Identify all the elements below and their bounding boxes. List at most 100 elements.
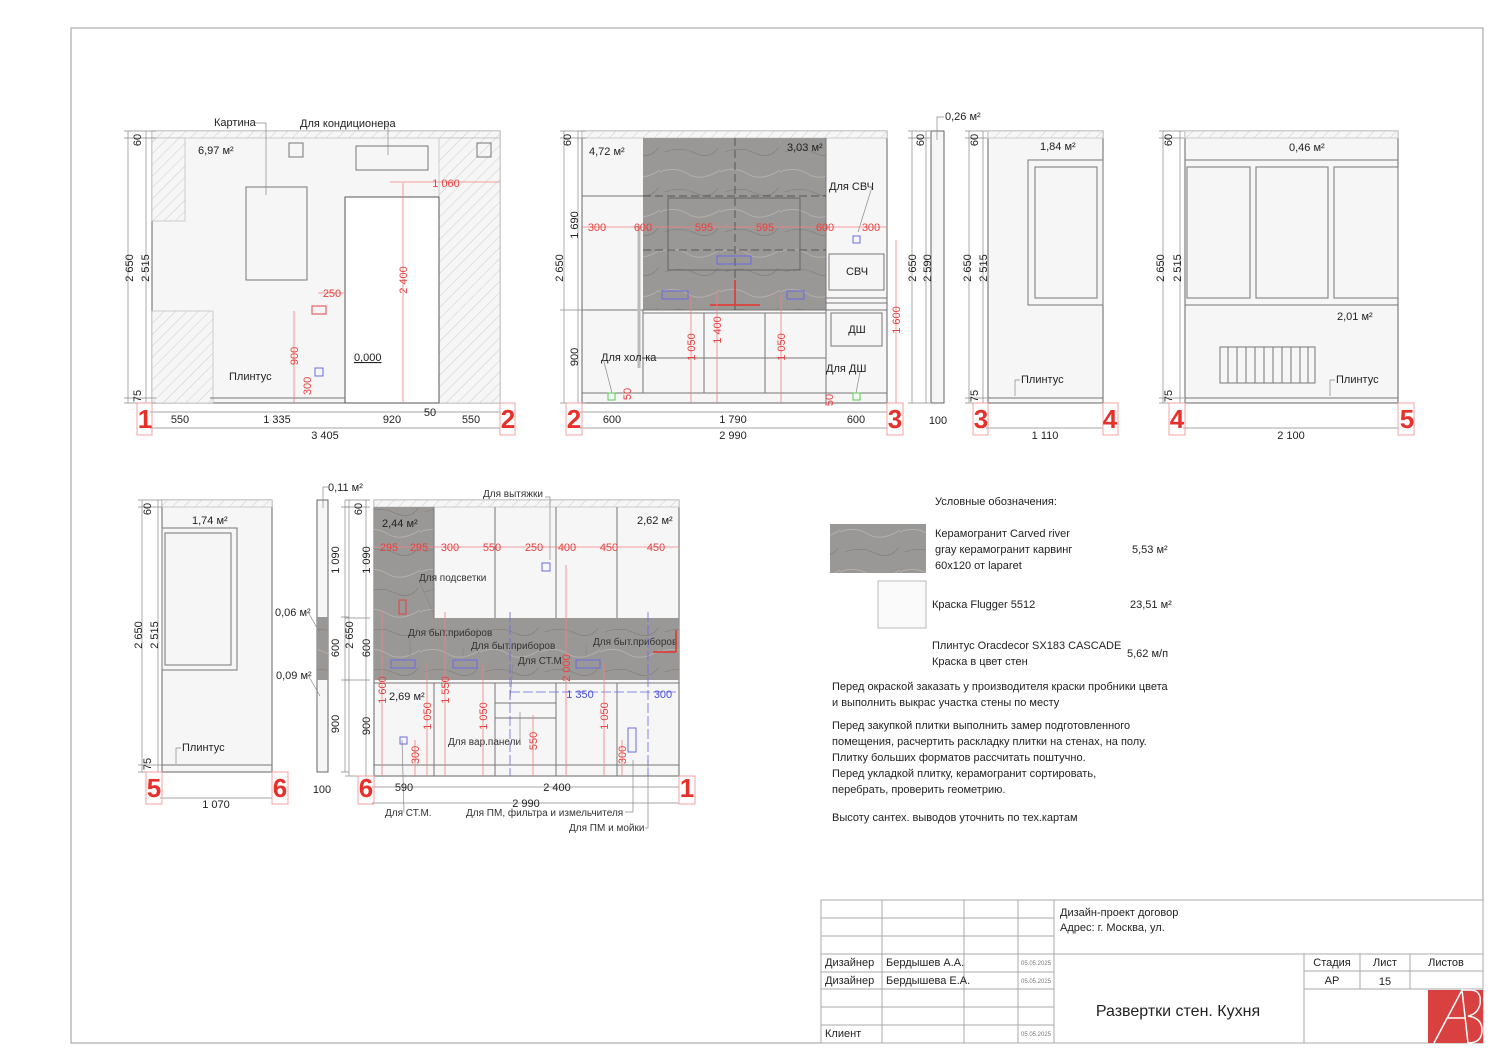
text-label: Лист [1373, 957, 1397, 969]
text-label: Перед окраской заказать у производителя … [832, 681, 1169, 693]
dimension-label: 2 100 [1277, 430, 1305, 442]
radiator [1219, 346, 1316, 384]
text-label: Плинтус [1336, 374, 1379, 386]
text-label: перебрать, проверить геометрию. [832, 784, 1005, 796]
text-label: СВЧ [846, 266, 868, 278]
dimension-label: 595 [756, 222, 774, 234]
dimension-label: 550 [528, 732, 540, 750]
text-label: Для ДШ [826, 363, 866, 375]
text-label: Для СВЧ [829, 181, 874, 193]
area-label: 1,84 м² [1040, 141, 1076, 153]
dimension-label: 400 [558, 542, 576, 554]
text-label: Дизайн-проект договор [1060, 907, 1178, 919]
window [161, 527, 238, 671]
dimension-label: 550 [171, 414, 189, 426]
text-label: Бердышева Е.А. [886, 975, 970, 987]
text-label: Листов [1428, 957, 1464, 969]
dimension-label: 2 515 [149, 621, 161, 649]
wall-marker: 2 [567, 404, 581, 434]
dimension-label: 1 050 [686, 333, 698, 361]
text-label: Плинтус [1021, 374, 1064, 386]
text-label: gray керамогранит карвинг [935, 544, 1072, 556]
dimension-label: 2 400 [398, 266, 410, 294]
dimension-label: 75 [132, 390, 144, 402]
wall-marker: 1 [138, 404, 152, 434]
section-5-6: 1 090 600 900 100 0,11 м² 0,06 м² 0,09 м… [275, 482, 363, 796]
dimension-label: 300 [588, 222, 606, 234]
dimension-label: 250 [323, 288, 341, 300]
section-2-3: 60 2 650 2 590 100 0,26 м² [907, 111, 981, 427]
area-label: 0,46 м² [1289, 142, 1325, 154]
porcelain-tile-backsplash [374, 618, 679, 680]
dimension-label: 1 690 [569, 211, 581, 239]
text-label: Для быт.приборов [471, 640, 555, 652]
text-label: ДШ [848, 324, 866, 336]
elevation-wall-5-6: 1,74 м² Плинтус 60 2 650 2 515 75 1 070 … [133, 499, 289, 811]
text-label: 0,11 м² [328, 482, 363, 494]
dimension-label: 450 [647, 542, 665, 554]
dimension-label: 900 [289, 347, 301, 365]
text-label: 5,62 м/п [1127, 648, 1168, 660]
dimension-label: 100 [313, 784, 331, 796]
dimension-label: 1 050 [599, 702, 611, 730]
dimension-label: 600 [361, 639, 373, 657]
dimension-label: 60 [142, 503, 154, 515]
wall-marker: 4 [1103, 404, 1118, 434]
dimension-label: 1 050 [478, 702, 490, 730]
area-label: 4,72 м² [589, 146, 625, 158]
dimension-label: 550 [462, 414, 480, 426]
text-label: 23,51 м² [1130, 599, 1172, 611]
text-label: Для хол-ка [601, 352, 657, 364]
area-label: 2,62 м² [637, 515, 673, 527]
wall-marker: 6 [273, 773, 287, 803]
dimension-label: 900 [330, 715, 342, 733]
elevation-wall-6-1: 2,44 м² 2,62 м² 2,69 м² Для вытяжки Для … [344, 489, 696, 834]
text-label: Для ПМ, фильтра и измельчителя [466, 807, 623, 819]
text-label: АР [1325, 975, 1340, 987]
dimension-label: 75 [969, 390, 981, 402]
elevation-wall-3-4: 1,84 м² Плинтус 60 2 650 2 515 75 1 110 … [962, 130, 1119, 442]
dimension-label: 2 000 [561, 654, 573, 682]
text-label: 15 [1379, 976, 1391, 988]
dimension-label: 1 335 [263, 414, 291, 426]
dimension-label: 75 [1163, 390, 1175, 402]
wall-marker: 2 [501, 404, 515, 434]
dimension-label: 2 650 [124, 254, 136, 282]
dimension-label: 1 550 [440, 676, 452, 704]
sheet-frame [70, 27, 1484, 1044]
dimension-label: 1 400 [712, 316, 724, 344]
area-label: 3,03 м² [787, 142, 823, 154]
dimension-label: 60 [132, 134, 144, 146]
text-label: Для подсветки [419, 573, 486, 584]
dimension-label: 300 [862, 222, 880, 234]
wall-marker: 3 [974, 404, 988, 434]
text-label: Для быт.приборов [593, 636, 677, 648]
text-label: Клиент [825, 1028, 861, 1040]
text-label: Для СТ.М. [385, 808, 432, 819]
wall-marker: 5 [1400, 404, 1414, 434]
area-label: 2,01 м² [1337, 311, 1373, 323]
text-label: 60x120 от laparet [935, 560, 1022, 572]
area-label: 2,44 м² [382, 518, 418, 530]
annotation-ac: Для кондиционера [300, 118, 396, 130]
text-label: 0,09 м² [276, 670, 312, 682]
wall-marker: 6 [359, 773, 373, 803]
dimension-label: 900 [569, 348, 581, 366]
text-label: Дизайнер [825, 957, 874, 969]
text-label: 0,26 м² [945, 111, 981, 123]
text-label: Для быт.приборов [408, 627, 492, 639]
dimension-label: 1 090 [361, 546, 373, 574]
dimension-label: 2 515 [1172, 254, 1184, 282]
text-label: и выполнить выкрас участка стены по мест… [832, 697, 1060, 709]
dimension-label: 3 405 [311, 430, 339, 442]
text-label: 0,06 м² [275, 607, 311, 619]
elevation-wall-4-5: 0,46 м² 2,01 м² Плинтус 60 2 650 2 515 7… [1155, 130, 1415, 442]
dimension-label: 1 350 [566, 689, 594, 701]
air-conditioner [355, 145, 429, 171]
dimension-label: 50 [424, 407, 436, 419]
text-label: Плитку больших форматов рассчитать пошту… [832, 752, 1086, 764]
area-label: 2,69 м² [389, 691, 425, 703]
dimension-label: 60 [353, 503, 365, 515]
dimension-label: 590 [395, 782, 413, 794]
